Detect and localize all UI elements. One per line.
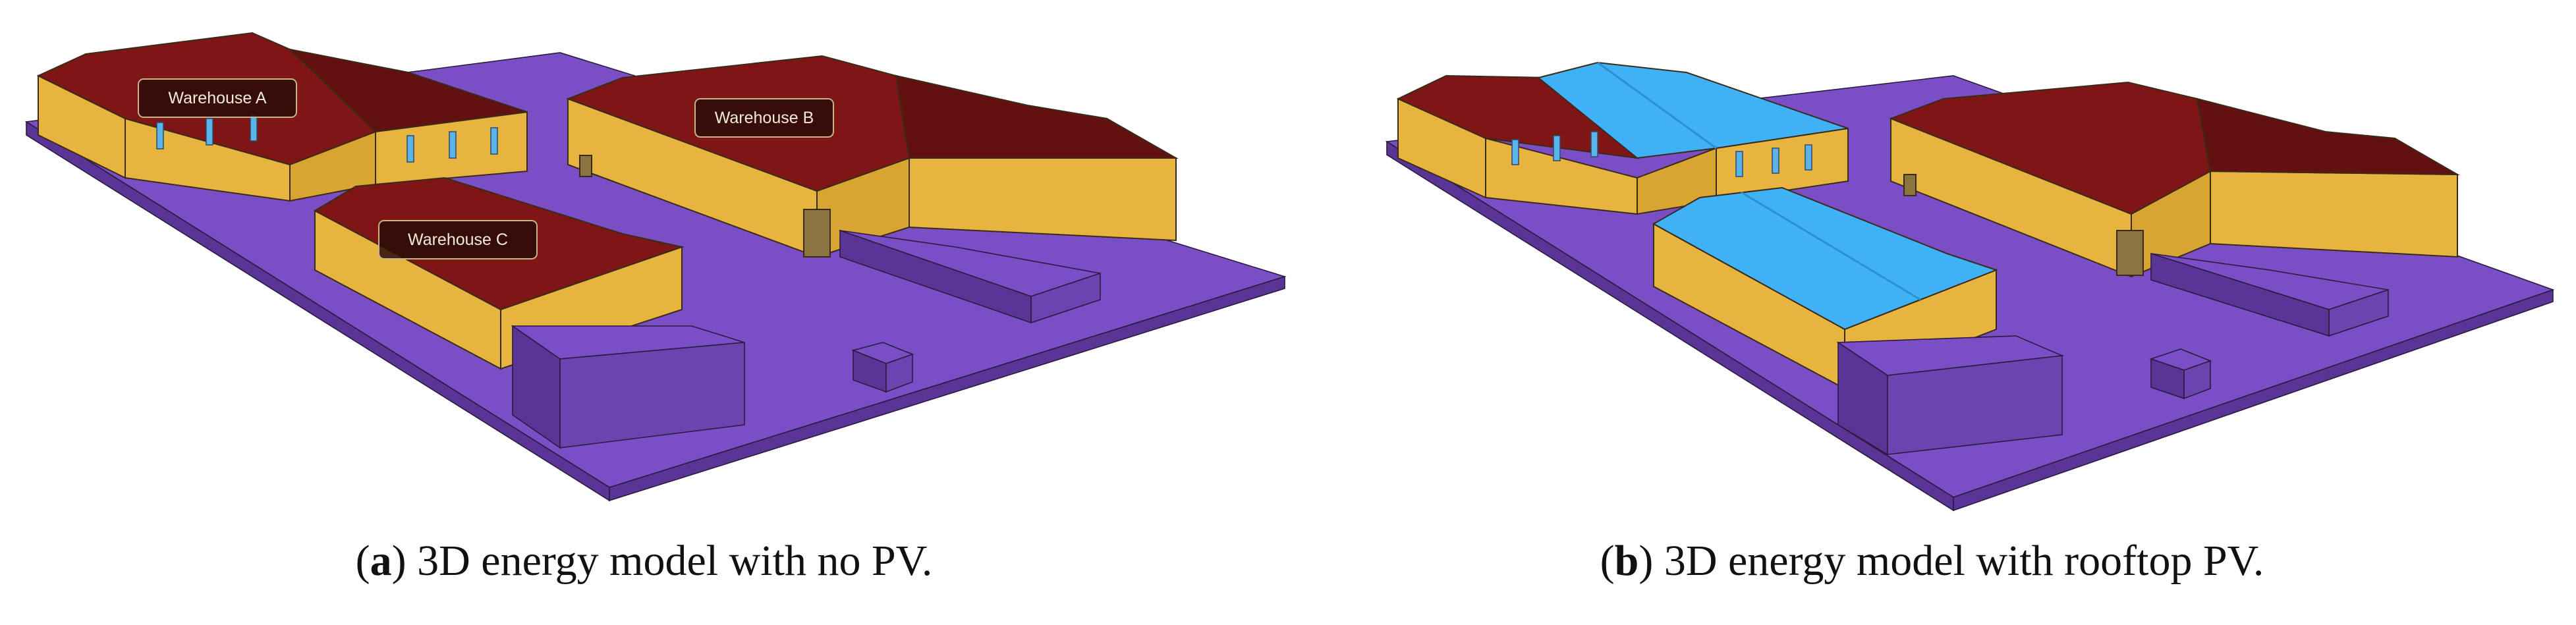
ground-slab-front — [1953, 288, 2554, 512]
window — [206, 118, 213, 146]
warehouse-b-roof-right — [895, 74, 1179, 159]
ground-slab-front — [609, 275, 1285, 502]
annex-box-rear — [2150, 252, 2389, 337]
annex-box-front — [511, 325, 745, 449]
caption-a: (a) 3D energy model with no PV. — [355, 537, 933, 585]
caption-a-letter: a — [370, 537, 392, 585]
window — [449, 131, 457, 159]
annex-box-front — [1836, 335, 2065, 456]
warehouse-c-tag — [378, 220, 538, 259]
warehouse-a-tag — [138, 78, 297, 118]
warehouse-a: Warehouse A — [36, 32, 528, 202]
caption-b-text: ) 3D energy model with rooftop PV. — [1638, 537, 2264, 585]
panel-b-model — [1385, 61, 2555, 512]
caption-b: (b) 3D energy model with rooftop PV. — [1600, 537, 2264, 585]
warehouse-b-label: Warehouse B — [715, 109, 814, 127]
warehouse-b-end-wall — [909, 157, 1177, 242]
window — [250, 114, 258, 142]
annex-small — [851, 342, 914, 393]
panel-a: Warehouse A Warehouse B Warehous — [24, 32, 1287, 585]
warehouse-a — [1396, 61, 1849, 215]
door — [579, 155, 592, 177]
panel-b: (b) 3D energy model with rooftop PV. — [1288, 0, 2576, 625]
window — [156, 122, 164, 149]
warehouse-b — [1889, 81, 2460, 278]
panel-a-model: Warehouse A Warehouse B Warehous — [24, 32, 1287, 502]
warehouse-b-tag — [694, 98, 834, 138]
caption-a-text: ) 3D energy model with no PV. — [391, 537, 933, 585]
warehouse-a-label: Warehouse A — [168, 89, 266, 107]
door — [803, 209, 831, 258]
window — [490, 127, 498, 155]
warehouse-b: Warehouse B — [566, 55, 1179, 258]
window — [406, 135, 414, 163]
annex-box-rear — [839, 229, 1101, 324]
caption-b-letter: b — [1614, 537, 1639, 585]
warehouse-c-label: Warehouse C — [408, 231, 508, 249]
annex-small — [2149, 348, 2212, 400]
warehouse-a-roof-right — [287, 48, 528, 133]
